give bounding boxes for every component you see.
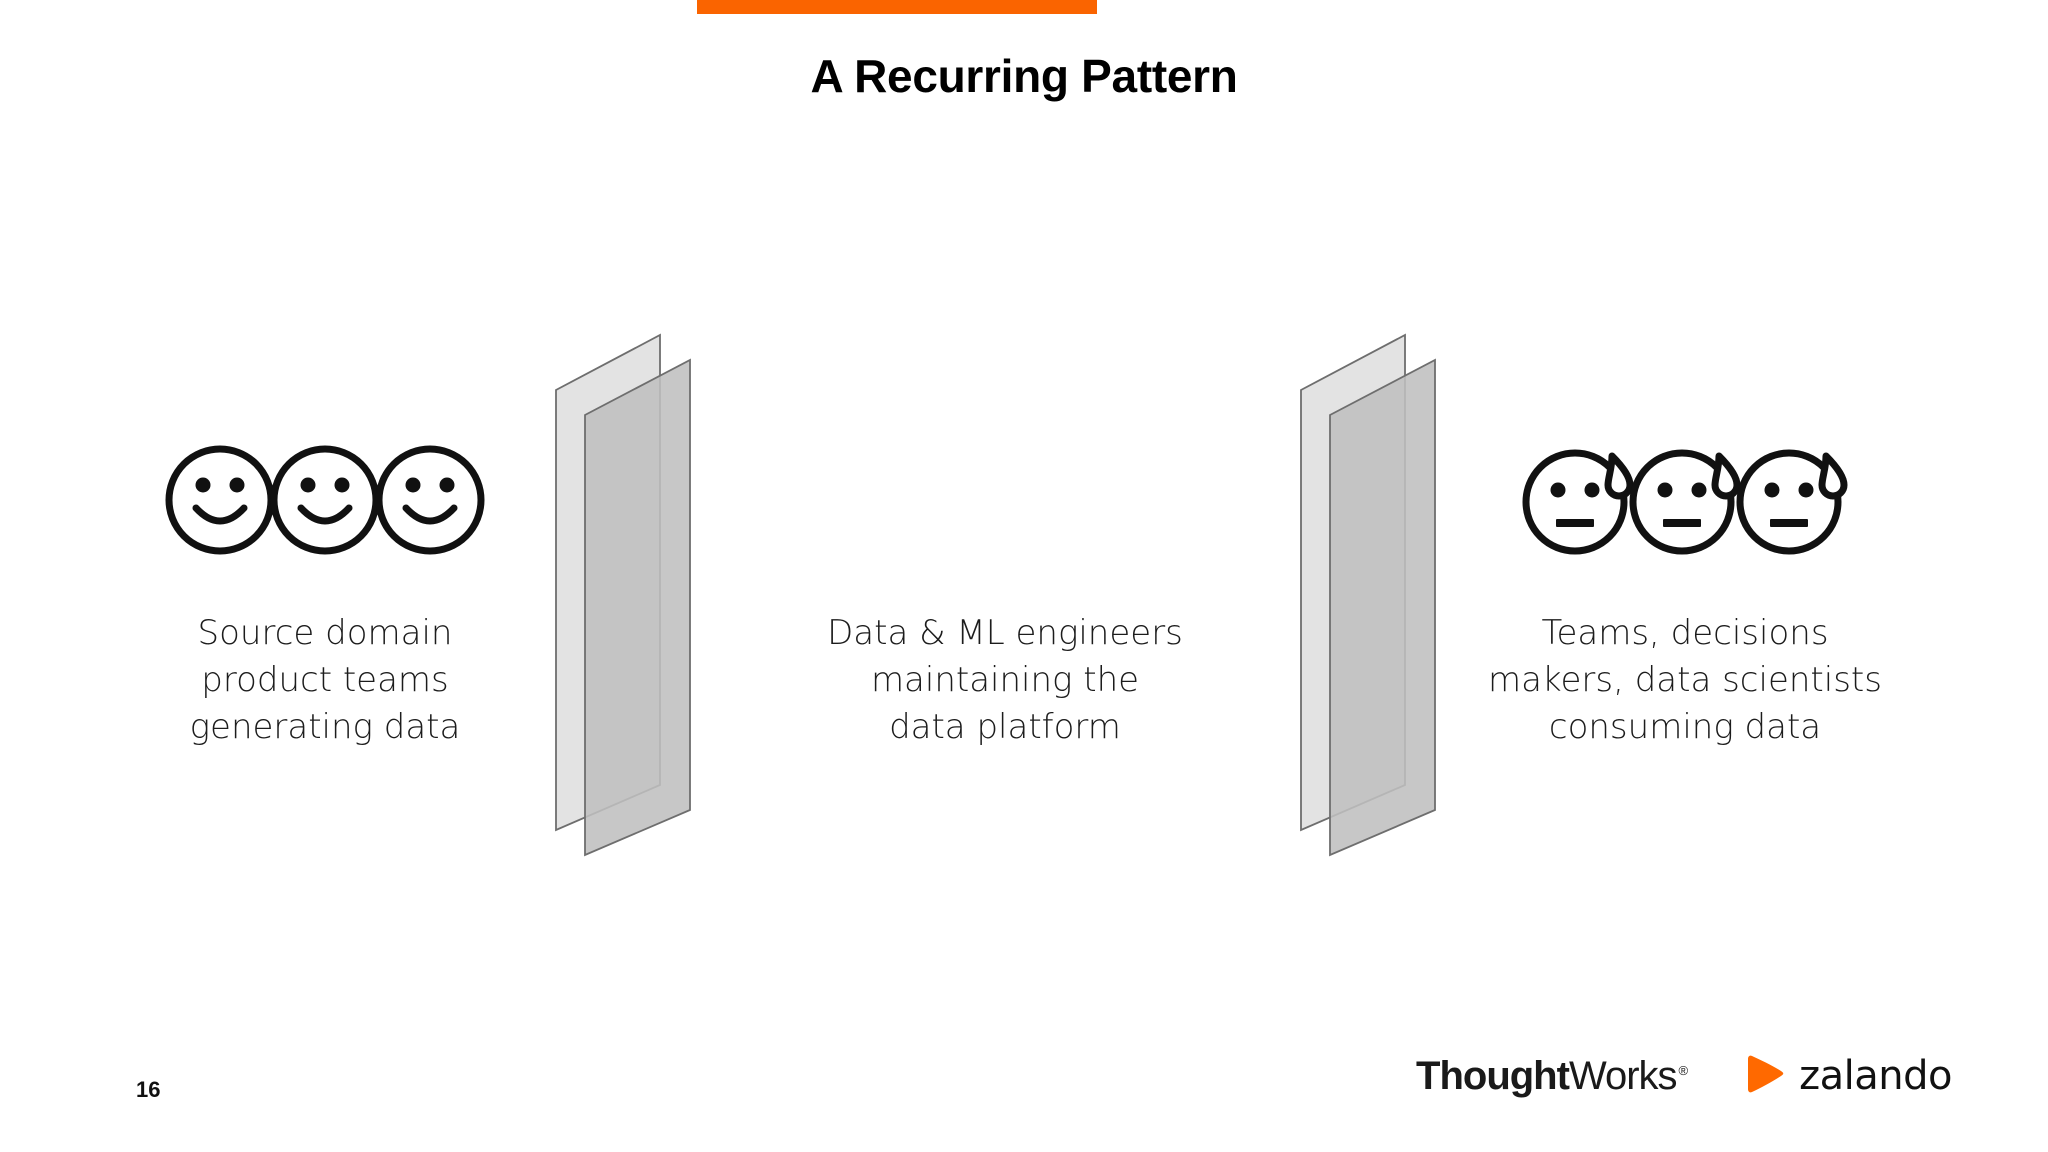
page-number: 16: [136, 1077, 161, 1102]
registered-trademark-icon: ®: [1678, 1062, 1689, 1078]
top-accent-bar: [697, 0, 1097, 14]
column-caption: Teams, decisions makers, data scientists…: [1488, 613, 1882, 747]
three-sweating-faces-icon: [1470, 440, 1900, 560]
column-caption: Data & ML engineers maintaining the data…: [827, 613, 1183, 747]
thoughtworks-bold-text: Thought: [1416, 1053, 1570, 1098]
glass-wall-icon-right: [1285, 330, 1455, 860]
middle-icon-placeholder: [790, 440, 1220, 560]
column-platform-engineers: Data & ML engineers maintaining the data…: [790, 440, 1220, 751]
column-source-teams: Source domain product teams generating d…: [110, 440, 540, 751]
zalando-mark-icon: [1745, 1052, 1787, 1100]
thoughtworks-regular-text: Works: [1568, 1053, 1678, 1098]
page-title: A Recurring Pattern: [810, 50, 1238, 102]
column-caption: Source domain product teams generating d…: [189, 613, 461, 747]
glass-wall-icon-left: [540, 330, 710, 860]
glass-wall-front-panel: [1329, 358, 1436, 857]
glass-wall-front-panel: [584, 358, 691, 857]
zalando-logo: zalando: [1745, 1052, 1952, 1100]
three-smiling-faces-icon: [110, 440, 540, 560]
zalando-wordmark: zalando: [1799, 1053, 1952, 1099]
column-consumers: Teams, decisions makers, data scientists…: [1470, 440, 1900, 751]
